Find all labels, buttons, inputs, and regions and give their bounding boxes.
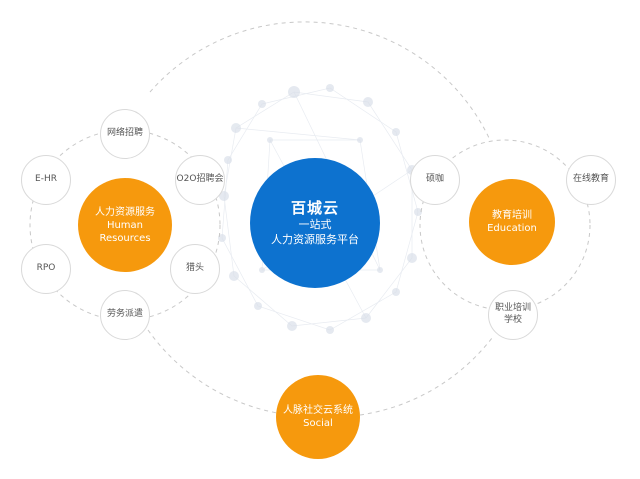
social-label-cn: 人脉社交云系统 (283, 405, 353, 416)
online-edu-label: 在线教育 (572, 174, 609, 185)
shuoxi-node: 硕咖 (410, 155, 460, 205)
outer-ring (147, 21, 493, 416)
hr-category-node: 人力资源服务 Human Resources (78, 178, 172, 272)
social-label-en: Social (303, 418, 333, 429)
hub-subtitle-2: 人力资源服务平台 (271, 232, 359, 246)
edu-label-en: Education (487, 223, 537, 234)
dispatch-label: 劳务派遣 (106, 309, 143, 320)
rpo-node: RPO (21, 244, 71, 294)
hr-label-cn: 人力资源服务 (95, 206, 155, 218)
online-recruit-label: 网络招聘 (106, 128, 143, 139)
social-node: 人脉社交云系统 Social (276, 375, 360, 459)
online-recruit-node: 网络招聘 (100, 109, 150, 159)
headhunt-label: 猎头 (185, 263, 204, 274)
vocational-label-1: 职业培训 (494, 303, 531, 314)
o2o-node: O2O招聘会 (175, 155, 225, 205)
o2o-label: O2O招聘会 (176, 174, 224, 185)
online-edu-node: 在线教育 (566, 155, 616, 205)
edu-label-cn: 教育培训 (492, 210, 532, 221)
hub-node: 百城云 一站式 人力资源服务平台 (250, 158, 380, 288)
edu-ring (419, 139, 591, 311)
edu-category-node: 教育培训 Education (469, 179, 555, 265)
dispatch-node: 劳务派遣 (100, 290, 150, 340)
shuoxi-label: 硕咖 (425, 174, 444, 185)
headhunt-node: 猎头 (170, 244, 220, 294)
ehr-node: E-HR (21, 155, 71, 205)
ehr-label: E-HR (35, 174, 57, 185)
hr-label-en-1: Human (106, 219, 144, 231)
vocational-label-2: 学校 (503, 315, 522, 325)
hub-title: 百城云 (290, 198, 339, 217)
rpo-label: RPO (36, 263, 56, 274)
vocational-node: 职业培训 学校 (488, 290, 538, 340)
hr-ring (29, 129, 221, 321)
hr-label-en-2: Resources (99, 232, 151, 244)
hub-subtitle-1: 一站式 (298, 218, 332, 232)
